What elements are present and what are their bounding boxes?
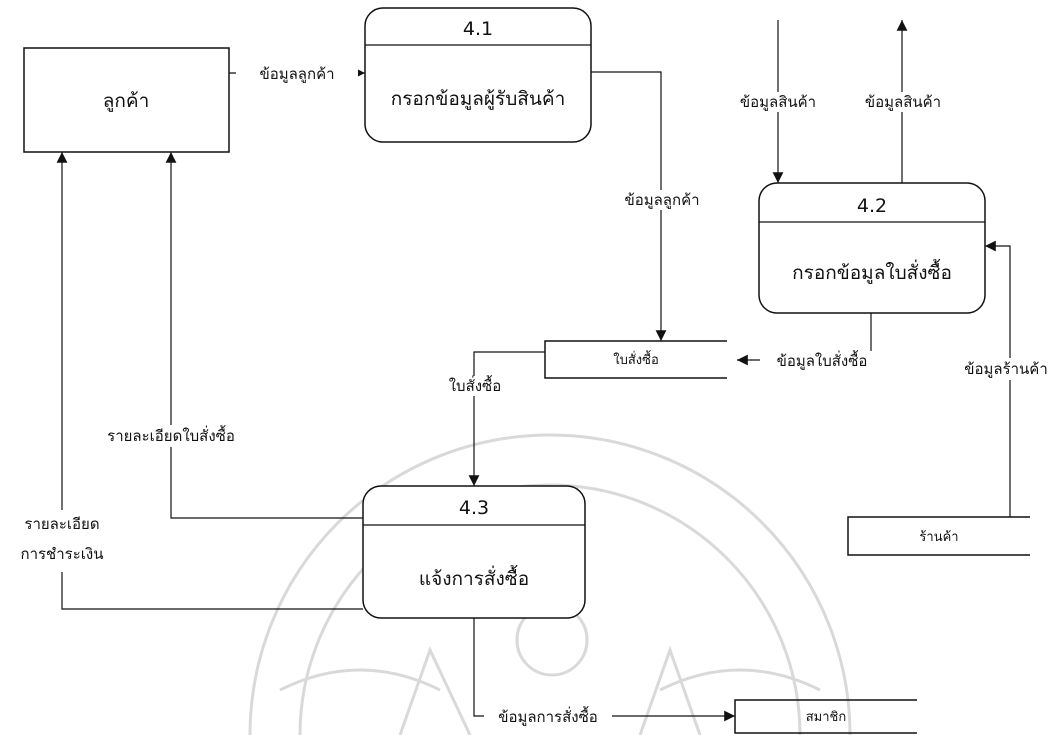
process-4-3-name: แจ้งการสั่งซื้อ	[419, 565, 529, 590]
flow-4-1-to-order: ข้อมูลลูกค้า	[591, 71, 716, 341]
process-4-3: 4.3 แจ้งการสั่งซื้อ	[362, 485, 586, 619]
flow-shop-to-4-2: ข้อมูลร้านค้า	[950, 240, 1062, 517]
flow-4-2-to-order: ข้อมูลใบสั่งซื้อ	[737, 313, 880, 371]
process-4-2-name: กรอกข้อมูลใบสั่งซื้อ	[792, 259, 952, 284]
flow-order-to-4-3-label: ใบสั่งซื้อ	[449, 375, 502, 395]
flow-product-in-label: ข้อมูลสินค้า	[740, 93, 816, 111]
datastore-member-label: สมาชิก	[806, 710, 847, 725]
flow-shop-to-4-2-label: ข้อมูลร้านค้า	[964, 360, 1048, 378]
flow-product-out: ข้อมูลสินค้า	[853, 19, 953, 183]
datastore-shop-label: ร้านค้า	[919, 530, 958, 545]
flow-4-1-to-order-label: ข้อมูลลูกค้า	[624, 191, 699, 209]
datastore-shop: ร้านค้า	[847, 516, 1030, 556]
flow-product-out-label: ข้อมูลสินค้า	[865, 93, 941, 111]
process-4-2: 4.2 กรอกข้อมูลใบสั่งซื้อ	[758, 182, 986, 314]
flow-customer-to-4-1: ข้อมูลลูกค้า	[229, 64, 365, 83]
flow-payment-detail-line1: รายละเอียด	[24, 515, 99, 533]
flow-customer-to-4-1-label: ข้อมูลลูกค้า	[259, 65, 334, 83]
process-4-1-number: 4.1	[463, 18, 493, 40]
watermark-seal	[248, 433, 852, 735]
flow-product-in: ข้อมูลสินค้า	[728, 20, 828, 183]
flow-4-2-to-order-label: ข้อมูลใบสั่งซื้อ	[777, 350, 868, 370]
flow-payment-detail-line2: การชำระเงิน	[21, 545, 104, 563]
flow-4-3-order-detail: รายละเอียดใบสั่งซื้อ	[88, 152, 363, 519]
datastore-order: ใบสั่งซื้อ	[544, 340, 727, 379]
entity-customer: ลูกค้า	[23, 47, 230, 153]
flow-order-detail-label: รายละเอียดใบสั่งซื้อ	[107, 425, 235, 445]
flow-4-3-to-member-label: ข้อมูลการสั่งซื้อ	[498, 706, 598, 726]
process-4-1: 4.1 กรอกข้อมูลผู้รับสินค้า	[364, 7, 592, 143]
datastore-member: สมาชิก	[734, 699, 917, 734]
process-4-1-name: กรอกข้อมูลผู้รับสินค้า	[391, 88, 566, 110]
process-4-3-number: 4.3	[459, 497, 489, 519]
flow-order-to-4-3: ใบสั่งซื้อ	[434, 351, 545, 486]
flow-4-3-to-member: ข้อมูลการสั่งซื้อ	[473, 618, 735, 727]
datastore-order-label: ใบสั่งซื้อ	[613, 350, 659, 368]
entity-customer-label: ลูกค้า	[103, 90, 150, 112]
process-4-2-number: 4.2	[857, 195, 887, 217]
flow-4-3-payment-detail: รายละเอียด การชำระเงิน	[8, 152, 363, 610]
